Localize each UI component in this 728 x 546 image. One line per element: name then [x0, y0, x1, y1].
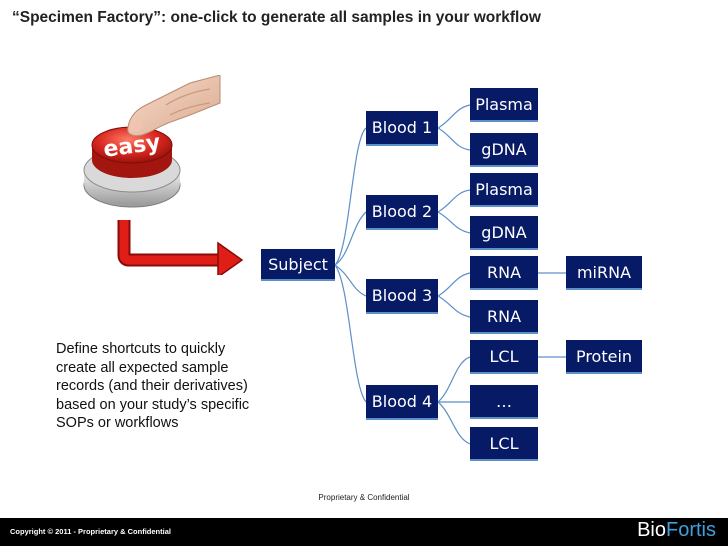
node-blood-4: Blood 4 [366, 385, 438, 420]
connector-blood1-plasma [437, 104, 471, 129]
description-line: records (and their derivatives) [56, 378, 248, 394]
connector-blood3-rna2 [437, 295, 471, 318]
node-lcl-2: LCL [470, 427, 538, 461]
connector-blood2-plasma [437, 189, 471, 213]
hand-icon [127, 75, 221, 137]
node-lcl-1: LCL [470, 340, 538, 374]
connector-subject-blood3 [334, 264, 367, 297]
confidential-notice: Proprietary & Confidential [318, 493, 410, 502]
node-blood-2: Blood 2 [366, 195, 438, 230]
connector-subject-blood2 [334, 211, 367, 266]
footer-bar: Copyright © 2011 - Proprietary & Confide… [0, 518, 728, 546]
node-rna-2: RNA [470, 300, 538, 334]
connector-subject-blood4 [334, 264, 367, 403]
node-gdna-2: gDNA [470, 216, 538, 250]
copyright-text: Copyright © 2011 - Proprietary & Confide… [10, 527, 171, 536]
easy-button-illustration: easy [83, 75, 244, 275]
node-ellipsis: … [470, 385, 538, 419]
connector-blood4-lcl [437, 356, 471, 403]
connector-subject-blood1 [334, 127, 367, 266]
description-line: create all expected sample [56, 359, 229, 376]
node-subject: Subject [261, 249, 335, 281]
node-plasma-2: Plasma [470, 173, 538, 207]
description-line: based on your study’s specific [56, 396, 250, 413]
logo-fortis: Fortis [666, 519, 716, 541]
red-arrow-icon [117, 220, 244, 275]
node-rna-1: RNA [470, 256, 538, 290]
slide-title: “Specimen Factory”: one-click to generat… [12, 9, 541, 26]
description-text: Define shortcuts to quickly create all e… [56, 340, 316, 433]
node-blood-3: Blood 3 [366, 279, 438, 314]
description-line: Define shortcuts to quickly [56, 341, 226, 357]
easy-button-icon: easy [83, 126, 181, 208]
connector-blood2-gdna [437, 211, 471, 234]
node-gdna-1: gDNA [470, 133, 538, 167]
node-plasma-1: Plasma [470, 88, 538, 122]
node-protein: Protein [566, 340, 642, 374]
connector-blood4-lcl2 [437, 401, 471, 445]
node-mirna: miRNA [566, 256, 642, 290]
description-line: SOPs or workflows [56, 415, 179, 431]
logo-bio: Bio [637, 519, 666, 541]
node-blood-1: Blood 1 [366, 111, 438, 146]
biofortis-logo: BioFortis [637, 519, 716, 542]
connector-blood1-gdna [437, 127, 471, 151]
connector-blood3-rna [437, 272, 471, 297]
